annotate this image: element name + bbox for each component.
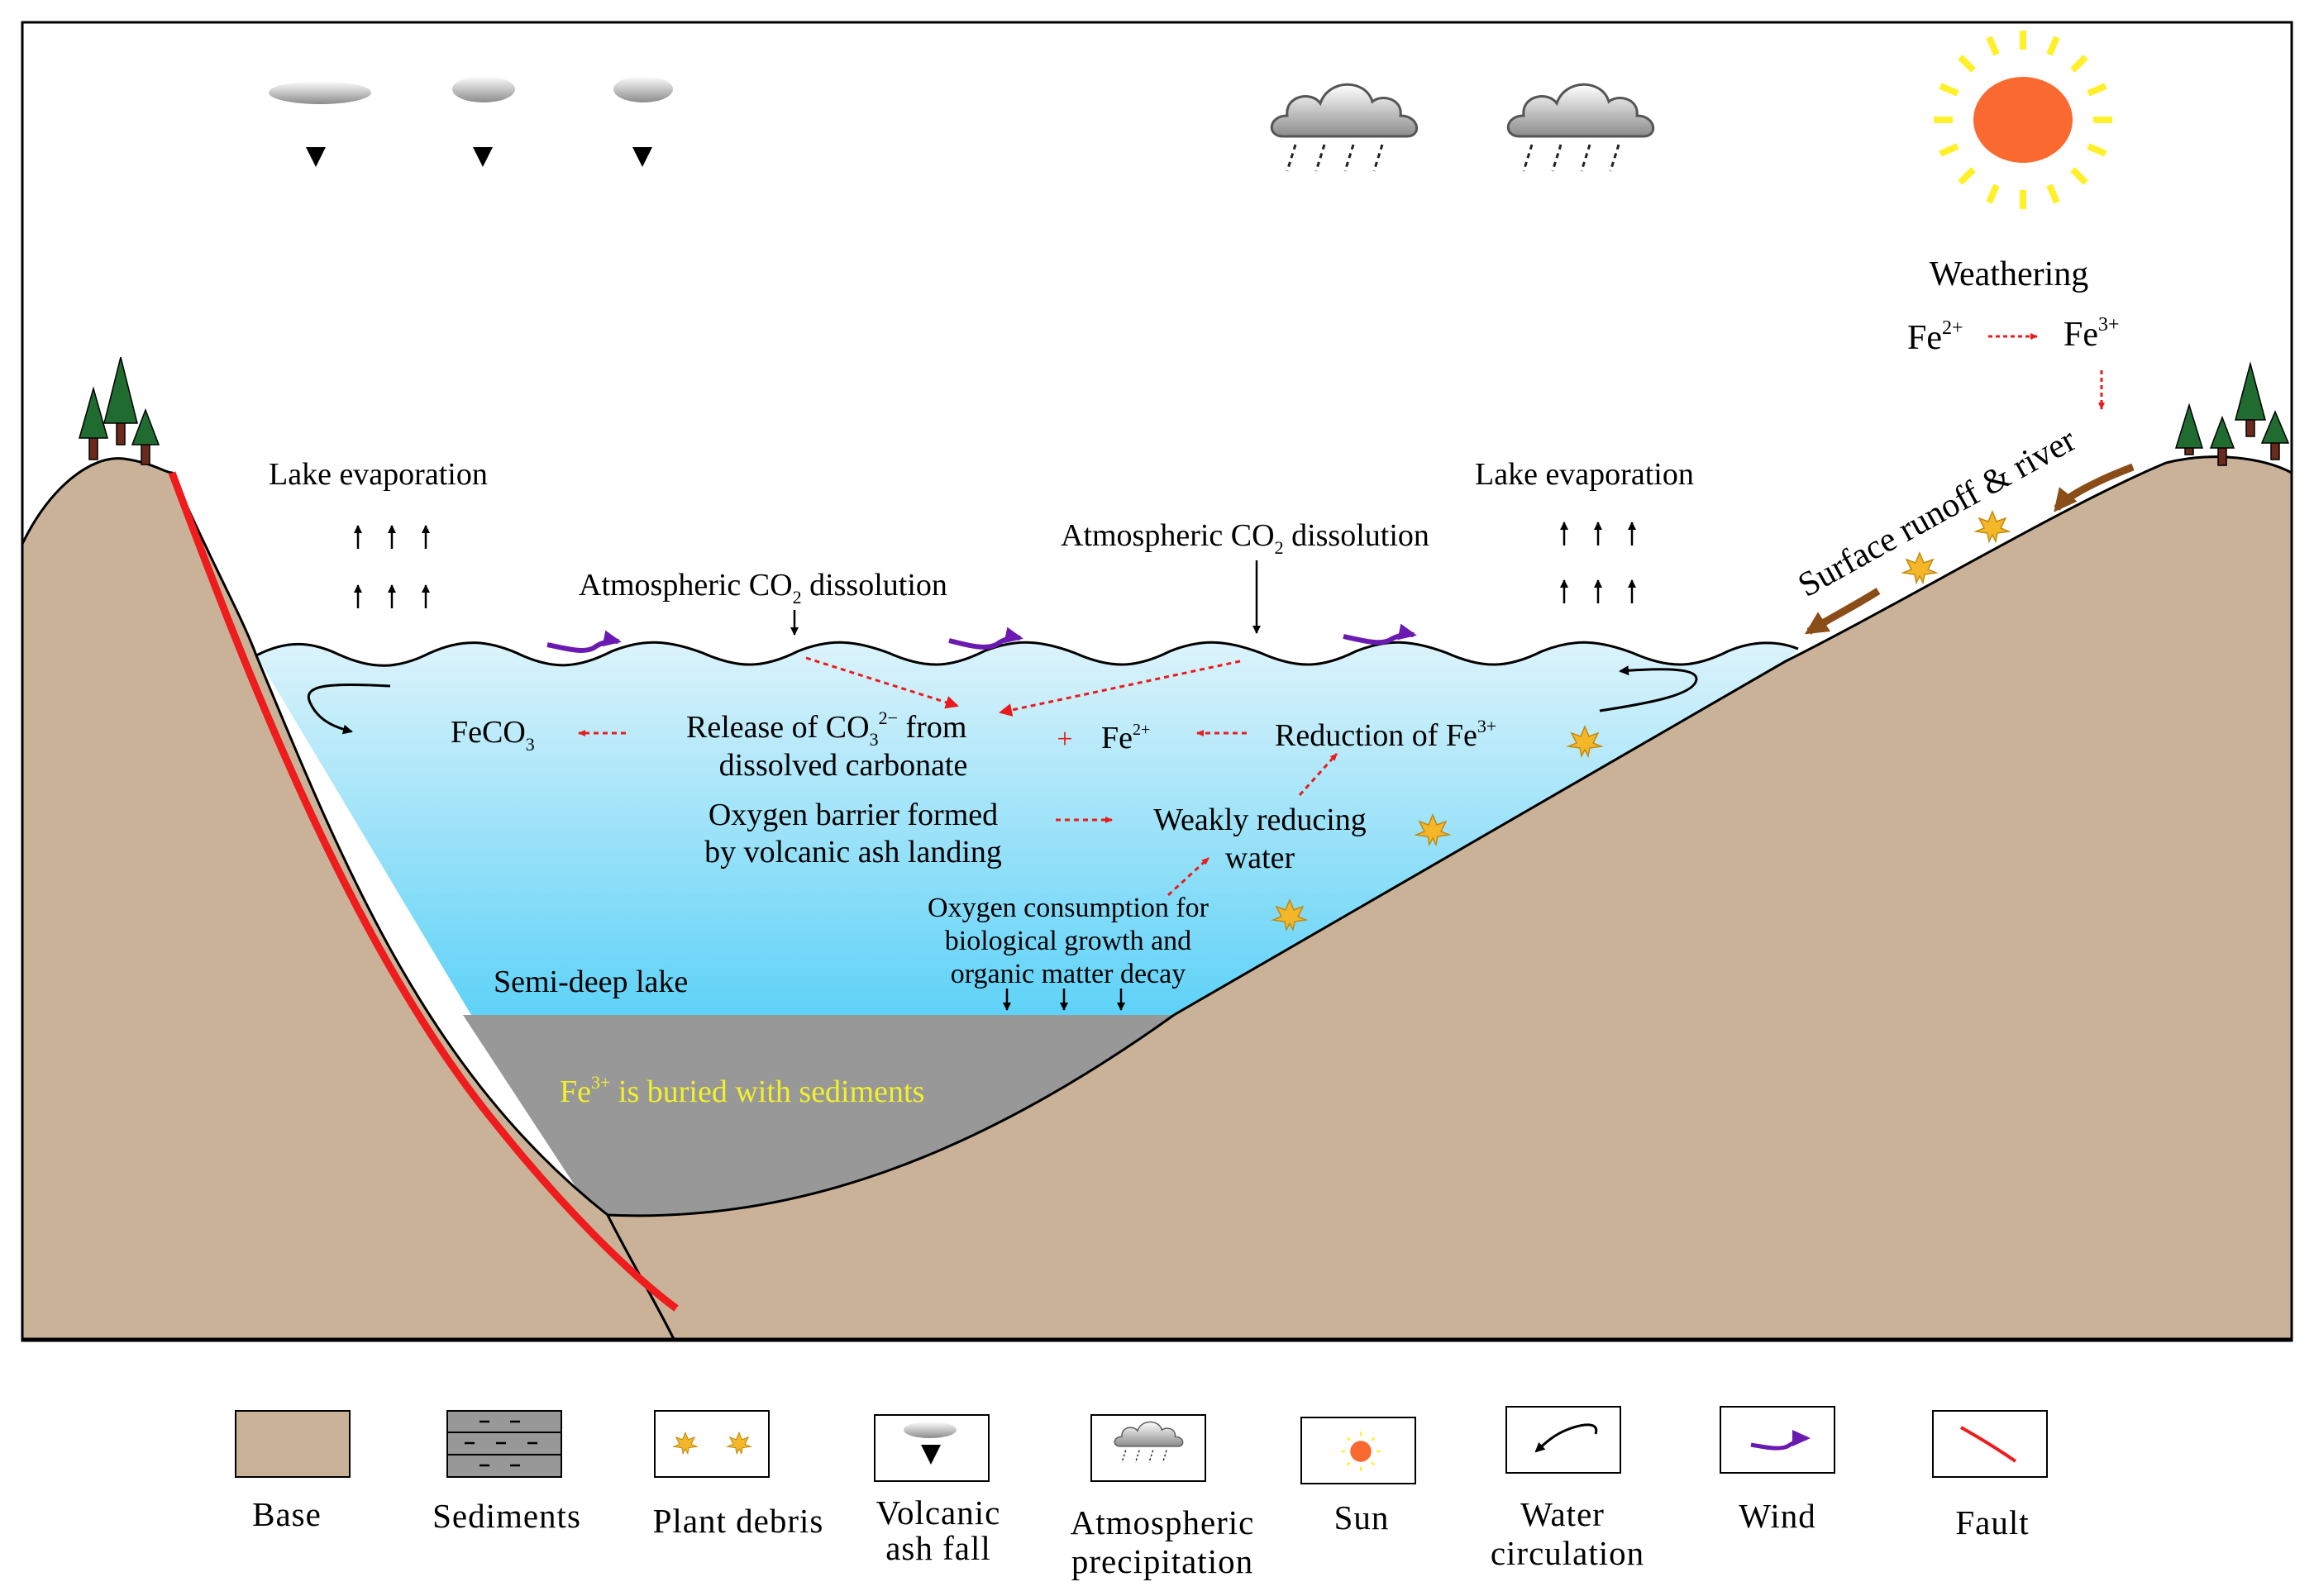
legend-water-circulation-label-1: Water xyxy=(1520,1495,1605,1533)
tree-icon xyxy=(2174,361,2290,466)
legend-volcanic-label-2: ash fall xyxy=(885,1529,991,1567)
legend-precipitation-label-2: precipitation xyxy=(1071,1542,1253,1580)
co2-to-release-arrow xyxy=(999,660,1241,717)
legend-water-circulation-swatch xyxy=(1505,1406,1621,1474)
water-circulation-icon xyxy=(1599,665,1698,712)
sun-icon xyxy=(1934,31,2112,209)
feco3-label: FeCO3 xyxy=(451,715,535,755)
runoff-arrow xyxy=(2054,463,2135,512)
oxygen-barrier-line2: by volcanic ash landing xyxy=(704,835,1002,869)
wind-icon xyxy=(546,623,1417,653)
oxygen-barrier-line1: Oxygen barrier formed xyxy=(709,798,998,832)
release-co3-label: Release of CO32− from xyxy=(686,707,966,750)
fe2-label: Fe2+ xyxy=(1101,721,1150,755)
legend-sediments-swatch xyxy=(446,1410,562,1478)
legend-plant-debris-swatch xyxy=(654,1410,770,1478)
oxygen-consumption-line2: biological growth and xyxy=(945,926,1191,956)
water-circulation-icon xyxy=(307,683,391,735)
atmospheric-co2-label-left: Atmospheric CO2 dissolution xyxy=(579,568,947,607)
fe2-weathering-label: Fe2+ xyxy=(1907,317,1963,357)
fault-line xyxy=(168,471,679,1312)
semi-deep-lake-label: Semi-deep lake xyxy=(494,965,688,999)
legend-precipitation-label-1: Atmospheric xyxy=(1071,1503,1255,1541)
legend-fault-label: Fault xyxy=(1955,1503,2029,1541)
atmospheric-co2-label-right: Atmospheric CO2 dissolution xyxy=(1061,518,1429,558)
reduction-fe3-label: Reduction of Fe3+ xyxy=(1275,716,1496,753)
weakly-reducing-line2: water xyxy=(1225,841,1295,875)
lake-evaporation-label-right: Lake evaporation xyxy=(1475,457,1694,492)
legend-base-swatch xyxy=(235,1410,351,1478)
legend-base-label: Base xyxy=(252,1495,322,1533)
evaporation-arrows-left xyxy=(354,525,430,608)
volcanic-ash-cloud-icon xyxy=(613,76,673,167)
right-mountain xyxy=(605,455,2293,1341)
co2-to-release-arrow xyxy=(805,656,959,709)
plus-sign: + xyxy=(1057,724,1072,755)
release-co3-line2: dissolved carbonate xyxy=(719,748,968,783)
volcanic-ash-cloud-icon xyxy=(452,76,515,167)
reducing-to-reduction-arrow xyxy=(1298,752,1338,797)
legend-sediments-label: Sediments xyxy=(432,1497,581,1535)
settling-arrows xyxy=(1003,989,1125,1011)
evaporation-arrows-right xyxy=(1560,522,1636,603)
fe3-weathering-label: Fe3+ xyxy=(2064,314,2120,354)
legend-sun-swatch xyxy=(1300,1417,1416,1484)
volcanic-ash-cloud-icon xyxy=(269,81,371,167)
legend-plant-debris-label: Plant debris xyxy=(653,1502,824,1540)
lake-water xyxy=(256,642,1798,1015)
oxygen-consumption-line1: Oxygen consumption for xyxy=(928,893,1209,923)
weathering-label: Weathering xyxy=(1930,255,2089,293)
legend-wind-label: Wind xyxy=(1739,1497,1815,1535)
legend-wind-swatch xyxy=(1720,1406,1835,1474)
lake-sediments xyxy=(463,1015,1174,1217)
tree-icon xyxy=(79,356,160,465)
water-surface-line xyxy=(255,641,1799,667)
legend-fault-swatch xyxy=(1932,1410,2048,1478)
legend-volcanic-label-1: Volcanic xyxy=(876,1494,1001,1532)
legend-sun-label: Sun xyxy=(1334,1498,1390,1536)
lake-evaporation-label-left: Lake evaporation xyxy=(269,457,488,492)
fe3-buried-label: Fe3+ is buried with sediments xyxy=(560,1072,924,1109)
legend-precipitation-swatch xyxy=(1090,1414,1206,1482)
runoff-arrow xyxy=(1804,588,1881,635)
legend-water-circulation-label-2: circulation xyxy=(1491,1534,1644,1572)
legend-volcanic-swatch xyxy=(874,1414,990,1482)
consumption-to-reducing-arrow xyxy=(1167,856,1210,897)
oxygen-consumption-line3: organic matter decay xyxy=(951,959,1186,989)
weakly-reducing-line1: Weakly reducing xyxy=(1153,803,1367,837)
